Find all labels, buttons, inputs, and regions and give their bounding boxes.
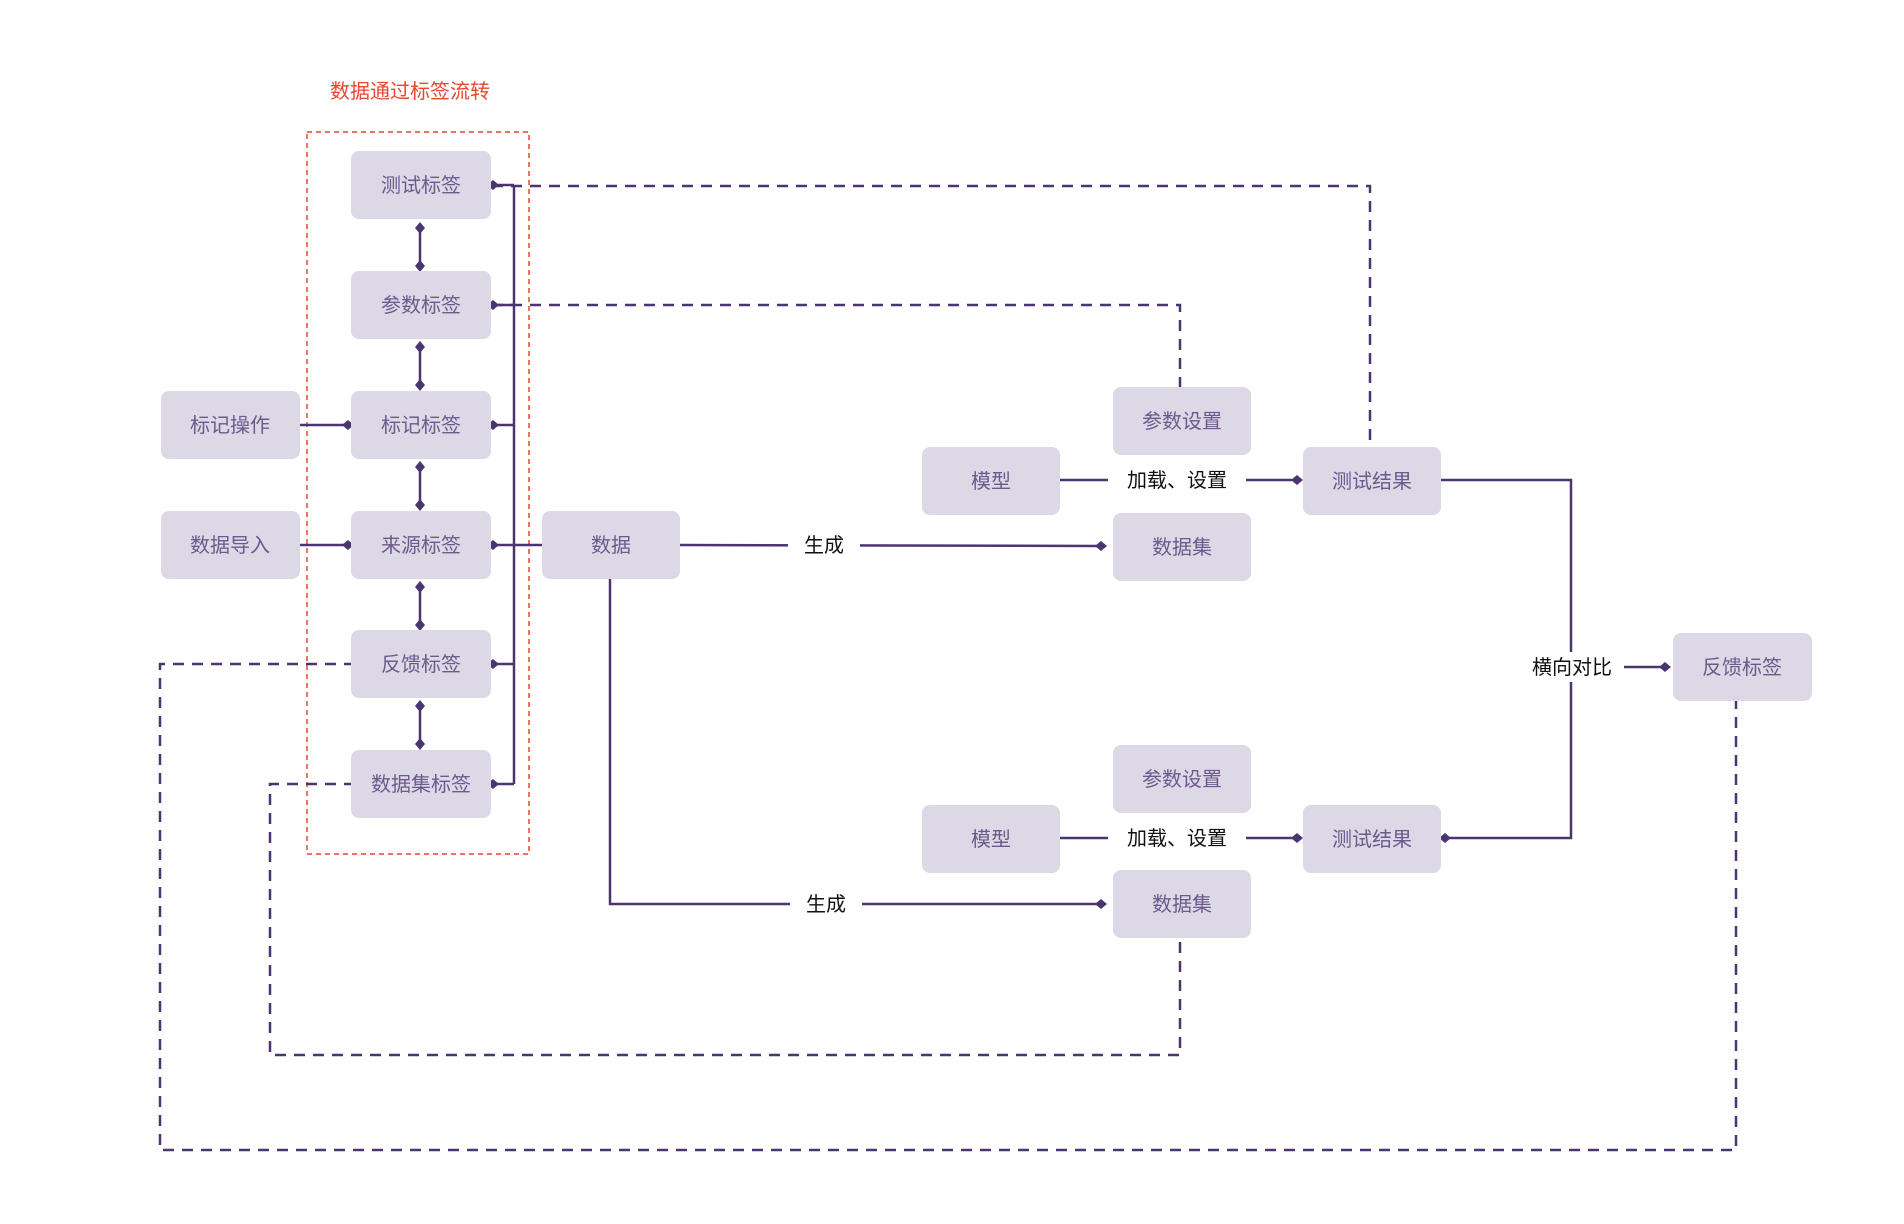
node-param-setting-2[interactable]: 参数设置 [1113, 745, 1251, 813]
label-generate-1: 生成 [788, 530, 860, 560]
node-data-import[interactable]: 数据导入 [161, 511, 300, 579]
node-feedback-tag-right[interactable]: 反馈标签 [1673, 633, 1812, 701]
svg-text:数据集: 数据集 [1152, 892, 1212, 916]
group-title: 数据通过标签流转 [330, 79, 490, 103]
svg-text:标记操作: 标记操作 [190, 413, 270, 437]
data-to-dataset-2 [608, 578, 1107, 909]
svg-text:参数标签: 参数标签 [381, 293, 461, 317]
svg-text:参数设置: 参数设置 [1142, 409, 1222, 433]
svg-text:数据集标签: 数据集标签 [371, 772, 471, 796]
svg-text:数据导入: 数据导入 [190, 533, 270, 557]
svg-text:来源标签: 来源标签 [381, 533, 461, 557]
svg-text:模型: 模型 [971, 469, 1011, 493]
svg-text:生成: 生成 [804, 533, 844, 557]
node-test-tag[interactable]: 测试标签 [351, 151, 491, 219]
label-load-set-2: 加载、设置 [1108, 823, 1246, 853]
svg-text:反馈标签: 反馈标签 [1702, 655, 1782, 679]
node-mark-op[interactable]: 标记操作 [161, 391, 300, 459]
data-to-dataset-1 [678, 541, 1107, 551]
svg-text:生成: 生成 [806, 892, 846, 916]
svg-text:加载、设置: 加载、设置 [1127, 826, 1227, 850]
svg-text:测试结果: 测试结果 [1332, 469, 1412, 493]
node-feedback-tag[interactable]: 反馈标签 [351, 630, 491, 698]
svg-text:横向对比: 横向对比 [1532, 655, 1612, 679]
node-model-2[interactable]: 模型 [922, 805, 1060, 873]
node-dataset-1[interactable]: 数据集 [1113, 513, 1251, 581]
node-test-result-1[interactable]: 测试结果 [1303, 447, 1441, 515]
svg-text:数据集: 数据集 [1152, 535, 1212, 559]
node-test-result-2[interactable]: 测试结果 [1303, 805, 1441, 873]
node-source-tag[interactable]: 来源标签 [351, 511, 491, 579]
svg-text:测试结果: 测试结果 [1332, 827, 1412, 851]
svg-text:加载、设置: 加载、设置 [1127, 468, 1227, 492]
svg-text:测试标签: 测试标签 [381, 173, 461, 197]
node-model-1[interactable]: 模型 [922, 447, 1060, 515]
node-param-setting-1[interactable]: 参数设置 [1113, 387, 1251, 455]
label-load-set-1: 加载、设置 [1108, 465, 1246, 495]
svg-text:数据: 数据 [591, 533, 631, 557]
node-dataset-tag[interactable]: 数据集标签 [351, 750, 491, 818]
node-param-tag[interactable]: 参数标签 [351, 271, 491, 339]
dashed-feedback-loop [158, 662, 1738, 1152]
label-compare: 横向对比 [1520, 652, 1624, 682]
node-dataset-2[interactable]: 数据集 [1113, 870, 1251, 938]
svg-text:模型: 模型 [971, 827, 1011, 851]
tag-group-box [306, 131, 530, 855]
node-data[interactable]: 数据 [542, 511, 680, 579]
svg-text:参数设置: 参数设置 [1142, 767, 1222, 791]
svg-text:标记标签: 标记标签 [381, 413, 461, 437]
dashed-param-tag-to-setting [492, 303, 1182, 388]
dashed-test-tag-to-result [492, 184, 1372, 448]
node-mark-tag[interactable]: 标记标签 [351, 391, 491, 459]
svg-text:反馈标签: 反馈标签 [381, 652, 461, 676]
label-generate-2: 生成 [790, 889, 862, 919]
